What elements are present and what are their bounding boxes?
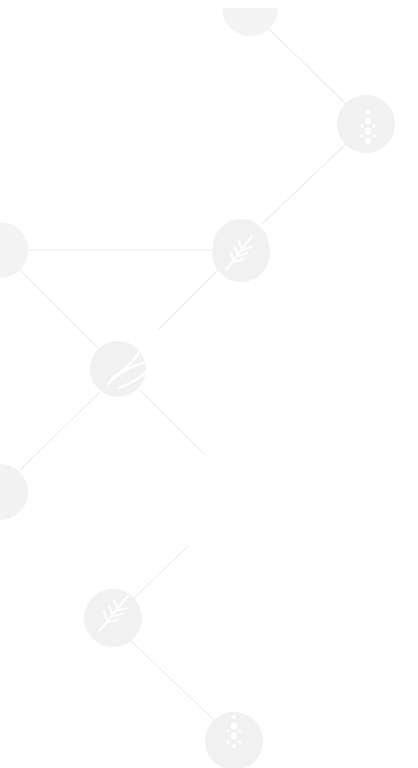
dots-icon bbox=[360, 109, 376, 145]
node-left-edge-lower bbox=[0, 464, 28, 520]
node-center-left bbox=[90, 341, 150, 397]
connection-line bbox=[129, 545, 189, 603]
node-left-edge-upper bbox=[0, 222, 28, 278]
connection-line bbox=[19, 391, 101, 471]
connection-line bbox=[261, 141, 349, 225]
dots-icon bbox=[226, 715, 242, 748]
node-lower-left bbox=[84, 589, 142, 647]
connection-lines bbox=[19, 27, 349, 723]
node-middle-right bbox=[212, 219, 270, 283]
wheat-icon bbox=[225, 235, 253, 271]
node-top-right bbox=[337, 95, 395, 153]
connection-line bbox=[19, 269, 101, 351]
node-bottom bbox=[205, 712, 263, 768]
wheat-icon bbox=[99, 595, 129, 631]
connection-line bbox=[267, 27, 349, 107]
connection-line bbox=[129, 639, 217, 723]
node-top-partial bbox=[222, 8, 278, 36]
connection-line bbox=[157, 265, 223, 331]
connection-line bbox=[139, 389, 205, 455]
swoosh-icon bbox=[106, 348, 150, 390]
